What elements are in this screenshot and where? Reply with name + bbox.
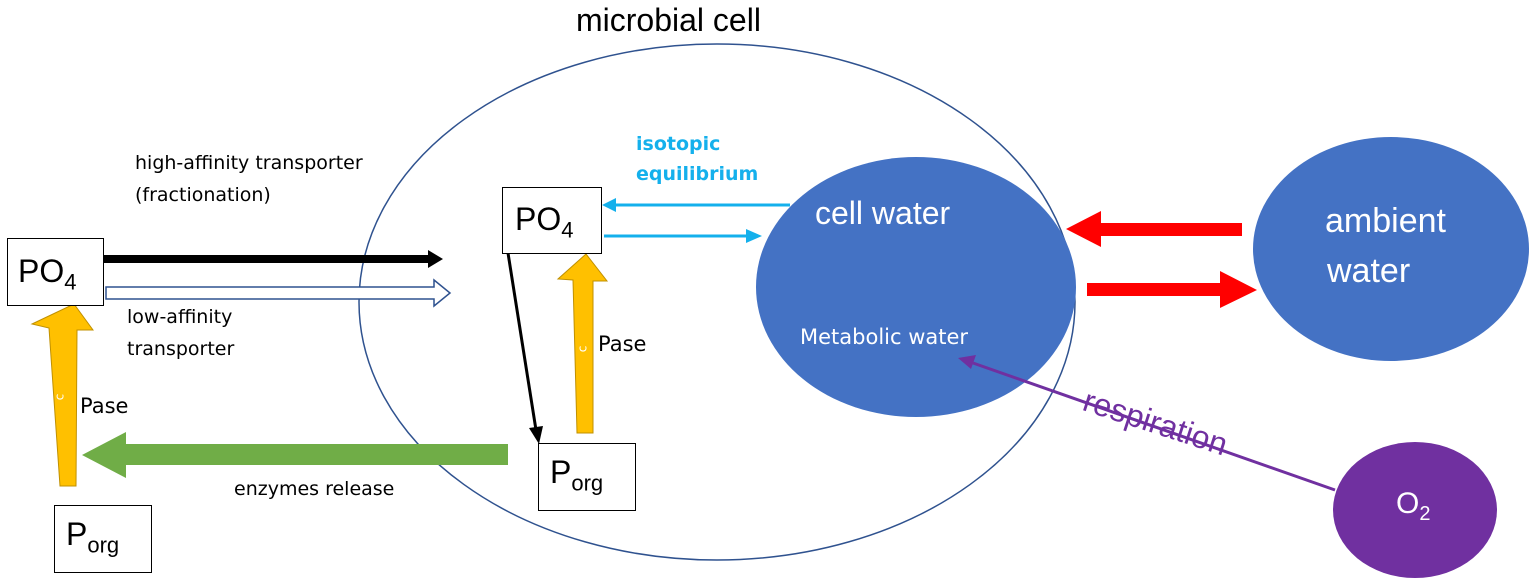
diagram-title: microbial cell bbox=[576, 2, 761, 38]
po4-label: PO bbox=[18, 253, 65, 289]
isotopic-label-line2: equilibrium bbox=[636, 163, 759, 185]
enzymes-release-arrow bbox=[82, 432, 508, 478]
cell-water-label: cell water bbox=[815, 195, 951, 231]
isotopic-arrow-to-water-head bbox=[746, 229, 762, 243]
ambient-water-label-line2: water bbox=[1327, 252, 1411, 290]
porg-label: P bbox=[550, 454, 572, 490]
pase-label-cell: Pase bbox=[598, 332, 647, 356]
low-affinity-label-line2: transporter bbox=[127, 338, 235, 360]
po4-box-cell: PO4 bbox=[502, 187, 602, 254]
exchange-arrow-to-ambient bbox=[1087, 271, 1257, 308]
high-affinity-label-line2: (fractionation) bbox=[135, 184, 271, 206]
low-affinity-label-line1: low-affinity bbox=[127, 306, 233, 328]
po4-label: PO bbox=[515, 201, 562, 237]
high-affinity-label-line1: high-affinity transporter bbox=[135, 152, 363, 174]
porg-subscript: org bbox=[87, 532, 120, 558]
c-letter-cell: c bbox=[575, 345, 590, 353]
o2-main: O bbox=[1396, 487, 1420, 520]
enzymes-release-label: enzymes release bbox=[234, 478, 395, 500]
respiration-arrowhead bbox=[958, 355, 976, 369]
microbial-cell-outline bbox=[358, 43, 1076, 561]
po4-box-external: PO4 bbox=[7, 238, 104, 306]
porg-subscript: org bbox=[571, 470, 604, 496]
o2-subscript: 2 bbox=[1419, 503, 1431, 525]
high-affinity-arrow bbox=[104, 250, 443, 268]
porg-box-external: Porg bbox=[54, 505, 152, 573]
po4-subscript: 4 bbox=[561, 217, 574, 243]
porg-box-cell: Porg bbox=[538, 443, 636, 511]
isotopic-label-line1: isotopic bbox=[636, 133, 721, 155]
isotopic-arrow-to-po4-head bbox=[602, 198, 616, 212]
ambient-water-label-line1: ambient bbox=[1325, 202, 1446, 240]
pase-left-arrow bbox=[30, 303, 94, 487]
ambient-water-ellipse bbox=[1253, 137, 1529, 361]
c-letter-left: c bbox=[52, 393, 67, 401]
metabolic-water-label: Metabolic water bbox=[800, 325, 969, 349]
respiration-arrow bbox=[972, 361, 1336, 492]
po4-subscript: 4 bbox=[64, 269, 77, 295]
o2-circle bbox=[1333, 442, 1497, 578]
pase-label-left: Pase bbox=[80, 394, 129, 418]
pase-cell-arrow bbox=[556, 253, 609, 434]
po4-to-porg-arrowhead bbox=[529, 426, 543, 444]
po4-to-porg-arrow bbox=[506, 252, 538, 431]
low-affinity-arrow bbox=[105, 278, 452, 308]
cell-water-ellipse bbox=[756, 157, 1076, 417]
o2-label: O2 bbox=[1396, 487, 1430, 526]
porg-label: P bbox=[66, 516, 88, 552]
exchange-arrow-to-cell bbox=[1066, 211, 1242, 247]
